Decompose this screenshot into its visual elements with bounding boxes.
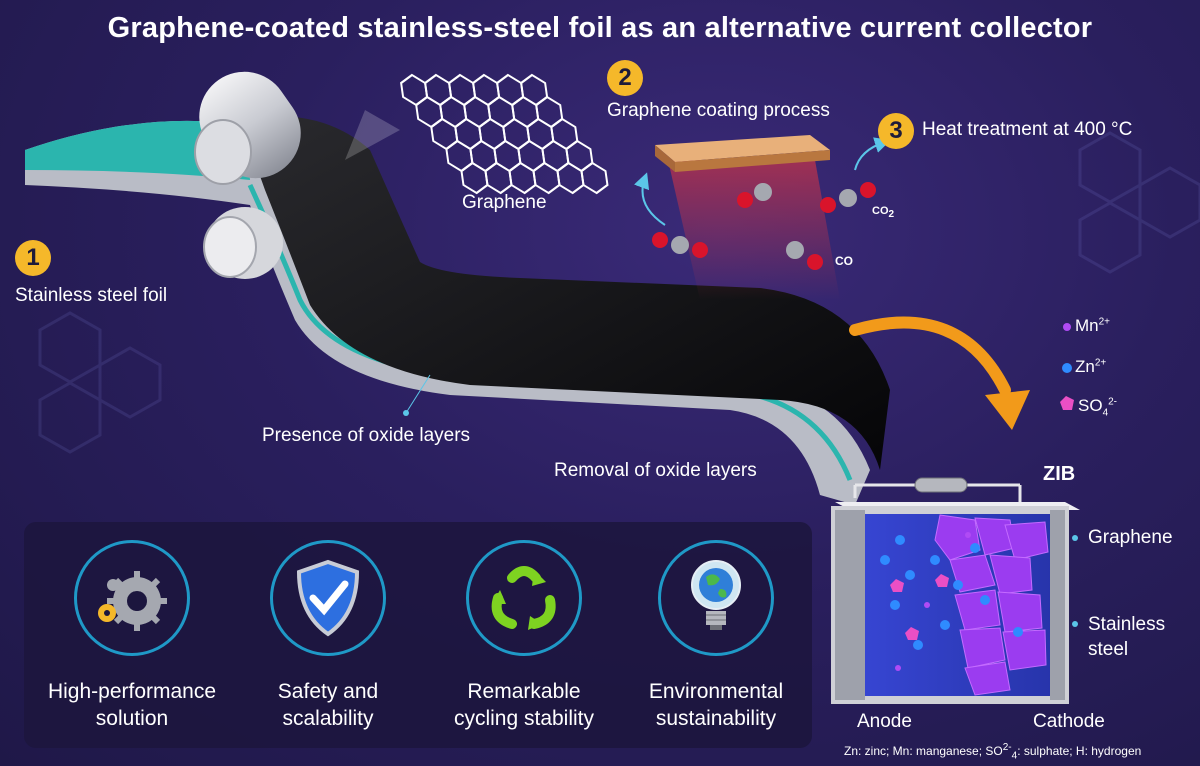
zinc-ions — [880, 535, 1023, 650]
co-label: CO — [835, 254, 853, 268]
battery-graphene-label: Graphene — [1088, 527, 1173, 548]
battery-cell — [831, 477, 1080, 704]
graphene-label: Graphene — [462, 192, 547, 213]
heat-beam — [668, 160, 840, 300]
battery-title: ZIB — [1043, 463, 1076, 485]
rising-arrow-left — [634, 172, 666, 226]
feature-2-line1: Safety and — [277, 680, 379, 703]
battery-steel-label-1: Stainless — [1088, 614, 1166, 635]
feature-environmental: Environmental sustainability — [618, 540, 814, 732]
oxide-removal-label: Removal of oxide layers — [554, 460, 757, 481]
ion-zn: Zn2+ — [1075, 357, 1107, 376]
co2-label: CO2 — [872, 205, 895, 221]
recycle-icon — [466, 540, 582, 656]
feature-4-line2: sustainability — [655, 707, 777, 730]
ion-mn: Mn2+ — [1075, 316, 1111, 335]
zoom-cone — [345, 110, 400, 160]
feature-3-line1: Remarkable — [467, 680, 581, 703]
co-molecule-bottom — [786, 241, 823, 270]
features-panel: High-performance solution Safety and scala… — [24, 522, 812, 748]
sulphate-ions — [890, 574, 949, 640]
ion-so4: SO42- — [1078, 396, 1118, 419]
shield-check-icon — [270, 540, 386, 656]
oxide-presence-label: Presence of oxide layers — [262, 425, 471, 446]
sulphate-marker — [1060, 396, 1074, 410]
manganese-ions — [895, 532, 971, 671]
feature-4-line1: Environmental — [648, 680, 784, 703]
rising-arrow-right — [854, 137, 891, 171]
hexagon-background-pattern — [38, 131, 1200, 454]
zn-ion-marker — [1062, 363, 1072, 373]
feature-cycling: Remarkable cycling stability — [426, 540, 622, 732]
step-1-label: Stainless steel foil — [15, 285, 168, 306]
graphene-coated-surface — [240, 116, 890, 470]
orange-arrow — [849, 316, 1011, 396]
roller-bottom — [203, 207, 283, 279]
feature-safety: Safety and scalability — [230, 540, 426, 732]
resistor-icon — [914, 477, 968, 493]
foil-teal-surface — [25, 120, 250, 180]
step-3-label: Heat treatment at 400 °C — [922, 119, 1133, 140]
gears-icon — [74, 540, 190, 656]
co2-molecule-left — [652, 232, 708, 258]
page-title: Graphene-coated stainless-steel foil as … — [107, 12, 1093, 44]
mn-ion-marker — [1063, 323, 1071, 331]
feature-high-performance: High-performance solution — [34, 540, 230, 732]
globe-bulb-icon — [658, 540, 774, 656]
roller-top — [194, 71, 301, 185]
feature-3-line2: cycling stability — [453, 707, 595, 730]
battery-steel-label-2: steel — [1088, 639, 1129, 660]
graphene-lattice-icon — [400, 73, 610, 195]
step-3-badge: 3 — [878, 113, 914, 149]
step-1-badge: 1 — [15, 240, 51, 276]
wood-block — [655, 135, 830, 172]
feature-1-line2: solution — [95, 707, 169, 730]
feature-1-line1: High-performance — [47, 680, 217, 703]
step-2-label: Graphene coating process — [607, 100, 830, 121]
footnote: Zn: zinc; Mn: manganese; SO2-4: sulphate… — [844, 742, 1142, 762]
feature-2-line2: scalability — [282, 707, 374, 730]
anode-label: Anode — [857, 711, 912, 732]
co2-molecule-right — [820, 182, 876, 213]
step-2-badge: 2 — [607, 60, 643, 96]
cathode-label: Cathode — [1033, 711, 1105, 732]
co-molecule-top — [737, 183, 772, 208]
